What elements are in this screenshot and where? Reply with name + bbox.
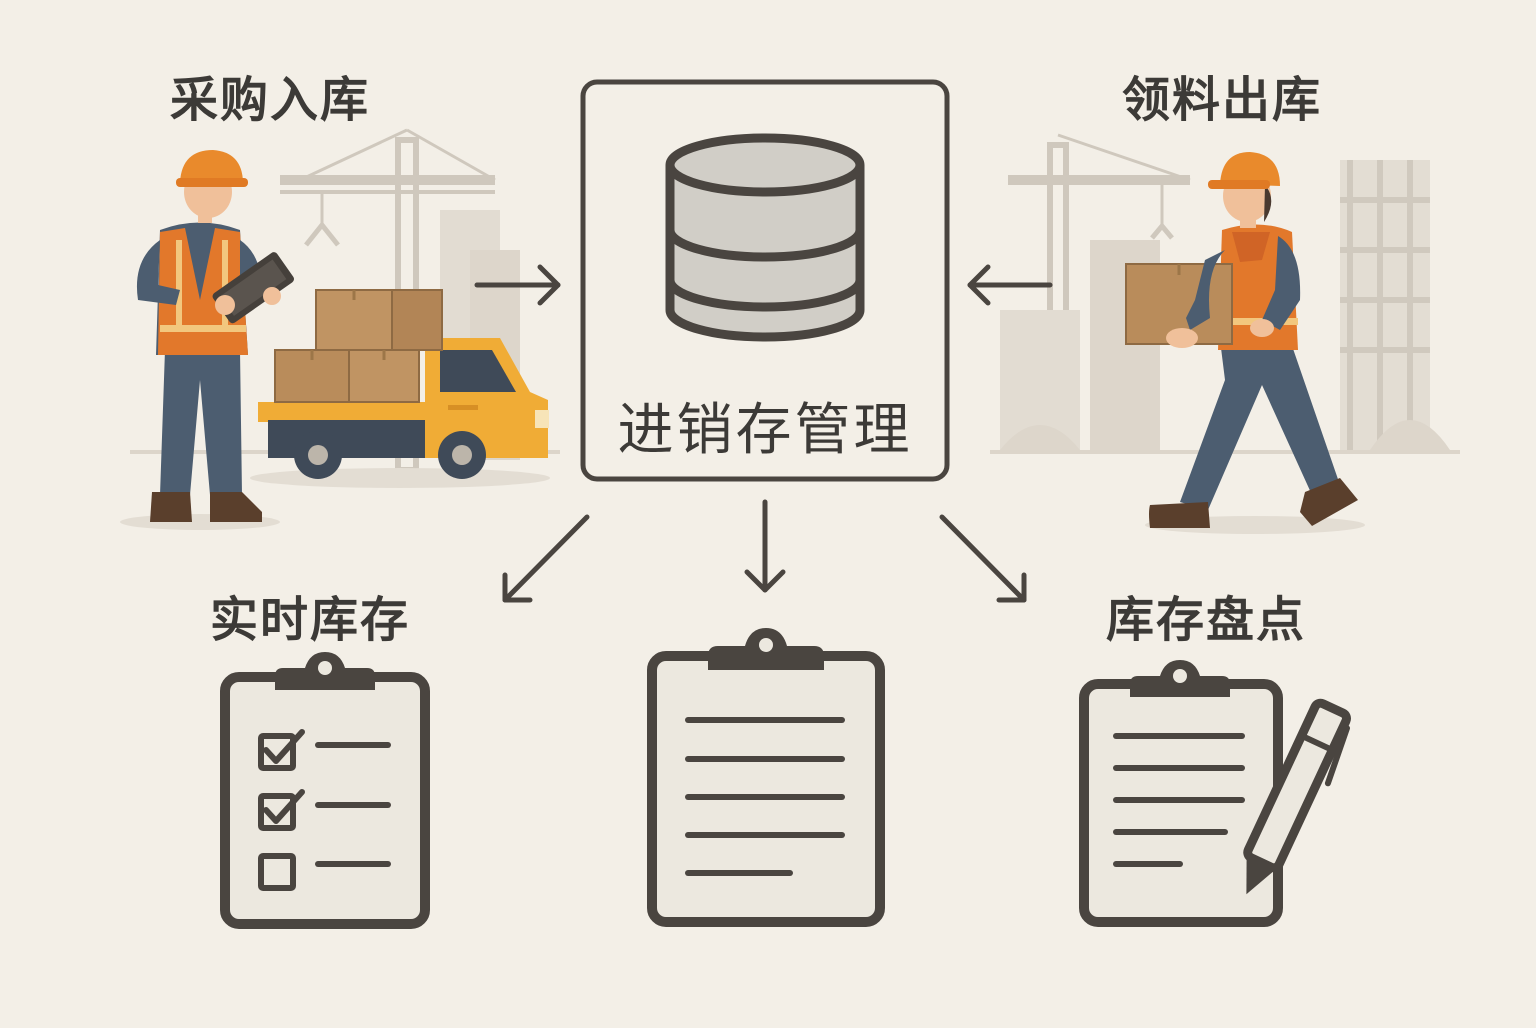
arrow-system-to-report [744,499,786,593]
arrow-issue-to-system [967,264,1053,306]
arrow-purchase-to-system [474,264,561,306]
delivery-truck-figure [250,289,550,488]
arrow-system-to-realtime [502,514,590,603]
database-icon [665,133,865,342]
checklist-clipboard-icon [220,652,430,929]
receiving-worker-figure [120,150,294,530]
arrow-system-to-stockcount [939,514,1027,603]
issue-out-label: 领料出库 [1122,72,1323,128]
purchase-in-label: 采购入库 [170,72,371,128]
pen-icon [1243,698,1351,895]
stock-count-label: 库存盘点 [1106,592,1307,648]
system-title: 进销存管理 [617,398,913,463]
report-clipboard-icon [647,628,885,927]
arrows [474,264,1053,603]
realtime-stock-label: 实时库存 [210,592,411,648]
clipboard-pen-icon [1079,660,1351,927]
issuing-worker-figure [1125,152,1365,534]
